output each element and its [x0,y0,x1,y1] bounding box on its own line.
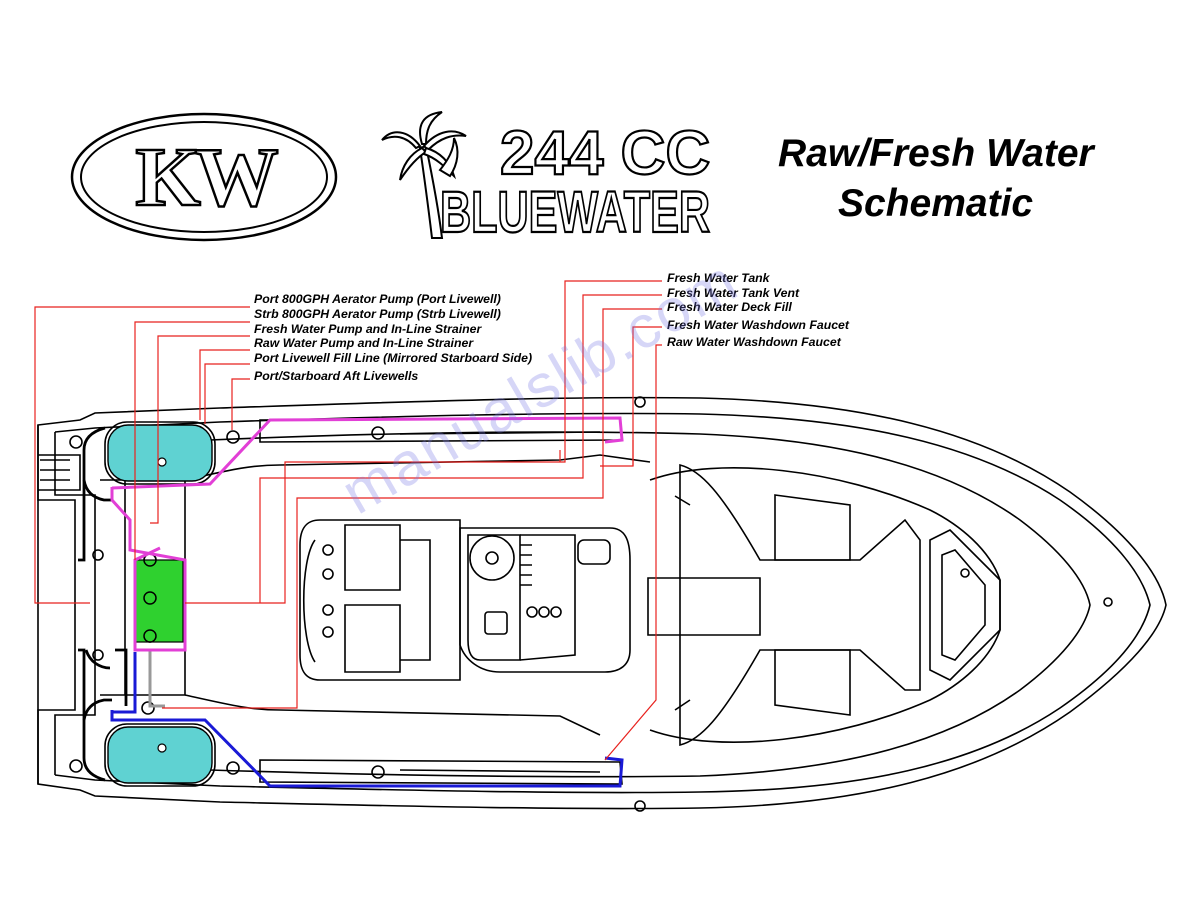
label-port-aerator-pump: Port 800GPH Aerator Pump (Port Livewell) [254,292,501,306]
port-livewell [107,424,213,482]
model-line-2: BLUEWATER [440,180,710,240]
aerator-plumbing [78,426,128,782]
label-fresh-water-deck-fill: Fresh Water Deck Fill [667,300,792,314]
raw-water-intake [148,650,165,708]
pump-compartment [134,559,184,643]
kw-logo: KW [70,112,338,242]
label-fresh-water-pump: Fresh Water Pump and In-Line Strainer [254,322,482,336]
label-aft-livewells: Port/Starboard Aft Livewells [254,369,419,383]
palm-tree-icon [381,111,467,239]
port-fill-line [111,416,624,490]
starboard-fill-line-lower [112,652,137,714]
model-logo: 244 CC BLUEWATER [381,111,711,240]
starboard-fill-line [110,710,624,788]
label-port-livewell-fill-line: Port Livewell Fill Line (Mirrored Starbo… [254,351,533,365]
label-fresh-water-washdown-faucet: Fresh Water Washdown Faucet [667,318,849,332]
logo-text: KW [135,131,277,224]
label-fresh-water-tank: Fresh Water Tank [667,271,770,285]
label-raw-water-washdown-faucet: Raw Water Washdown Faucet [667,335,841,349]
label-strb-aerator-pump: Strb 800GPH Aerator Pump (Strb Livewell) [254,307,501,321]
port-fill-line-lower [110,487,187,652]
page-title-line-2: Schematic [838,182,1034,225]
model-line-1: 244 CC [500,119,710,188]
page-title-line-1: Raw/Fresh Water [778,132,1094,175]
leader-lines [34,280,662,761]
label-raw-water-pump: Raw Water Pump and In-Line Strainer [254,336,474,350]
label-fresh-water-tank-vent: Fresh Water Tank Vent [667,286,800,300]
starboard-livewell [107,726,213,784]
